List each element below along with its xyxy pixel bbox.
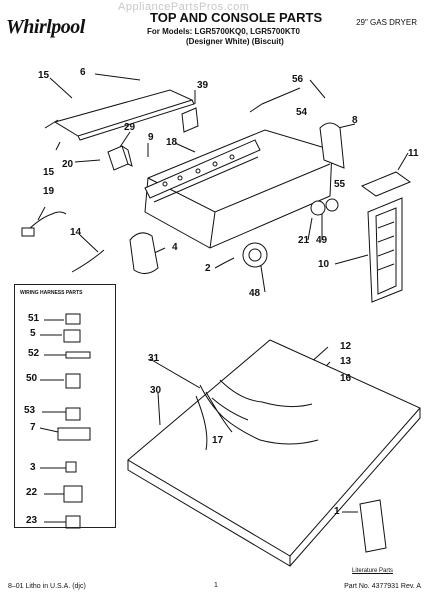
callout-10: 10 — [318, 259, 330, 270]
callout-39: 39 — [197, 80, 209, 91]
callout-1: 1 — [334, 506, 340, 517]
callout-11: 11 — [408, 148, 419, 159]
callout-21: 20 — [62, 159, 74, 170]
callout-5: 5 — [30, 328, 36, 339]
callout-13: 13 — [340, 356, 352, 367]
watermark: AppliancePartsPros.com — [118, 1, 250, 13]
literature-label: Literature Parts — [352, 568, 394, 574]
callout-49: 49 — [316, 235, 328, 246]
console-bracket — [144, 139, 261, 199]
callout-6: 6 — [80, 67, 86, 78]
callout-48: 48 — [249, 288, 261, 299]
callout-22: 22 — [26, 487, 38, 498]
models-line: For Models: LGR5700KQ0, LGR5700KT0 — [147, 27, 300, 36]
variants-line: (Designer White) (Biscuit) — [186, 37, 284, 46]
callout-2: 2 — [205, 263, 211, 274]
legend-icon-5 — [63, 329, 81, 343]
callout-20: 21 — [298, 235, 310, 246]
callout-9: 9 — [148, 132, 154, 143]
literature-sheet — [359, 499, 387, 553]
callout-31: 31 — [148, 353, 160, 364]
callout-23: 23 — [26, 515, 38, 526]
legend-box — [14, 284, 116, 528]
legend-icon-50 — [65, 373, 81, 389]
callout-4: 4 — [172, 242, 178, 253]
legend-icon-7 — [57, 427, 91, 441]
footer-part-number: Part No. 4377931 Rev. A — [344, 583, 421, 590]
end-cap — [319, 122, 345, 169]
callout-50: 50 — [26, 373, 38, 384]
wire-harness-14 — [71, 249, 105, 273]
callout-15: 15 — [38, 70, 50, 81]
wiring-bundle — [195, 379, 263, 451]
callout-14: 14 — [70, 227, 82, 238]
small-knob — [310, 200, 326, 216]
lint-housing — [367, 197, 403, 303]
callout-55: 53 — [24, 405, 36, 416]
push-switch — [181, 107, 199, 133]
page-title: TOP AND CONSOLE PARTS — [150, 10, 323, 25]
callout-51: 51 — [28, 313, 40, 324]
legend-icon-55 — [65, 407, 81, 421]
callout-29: 29 — [124, 122, 136, 133]
callout-56: 56 — [292, 74, 304, 85]
callout-19: 19 — [43, 186, 55, 197]
callout-7: 7 — [30, 422, 36, 433]
dial-knob — [242, 242, 268, 268]
small-knob-2 — [325, 198, 339, 212]
callout-52: 52 — [28, 348, 40, 359]
callout-18: 18 — [166, 137, 178, 148]
callout-3: 3 — [30, 462, 36, 473]
timer — [107, 145, 129, 171]
console-panel — [144, 129, 333, 249]
callout-16: 16 — [340, 373, 352, 384]
callout-15b: 15 — [43, 167, 55, 178]
callout-53: 54 — [296, 107, 308, 118]
control-knob — [129, 232, 159, 274]
callout-30: 30 — [150, 385, 162, 396]
callout-17: 17 — [212, 435, 224, 446]
legend-icon-3 — [65, 461, 77, 473]
product-name: 29" GAS DRYER — [356, 18, 417, 27]
legend-heading: WIRING HARNESS PARTS — [20, 290, 83, 296]
callout-8: 8 — [352, 115, 358, 126]
footer-litho: 8–01 Litho in U.S.A. (djc) — [8, 583, 86, 590]
lint-cover — [360, 171, 412, 197]
brand-logo: Whirlpool — [6, 16, 85, 38]
footer-page-number: 1 — [214, 582, 218, 589]
legend-icon-51 — [65, 313, 81, 325]
wire-harness-19 — [25, 211, 67, 233]
callout-12: 12 — [340, 341, 352, 352]
callout-54: 55 — [334, 179, 346, 190]
